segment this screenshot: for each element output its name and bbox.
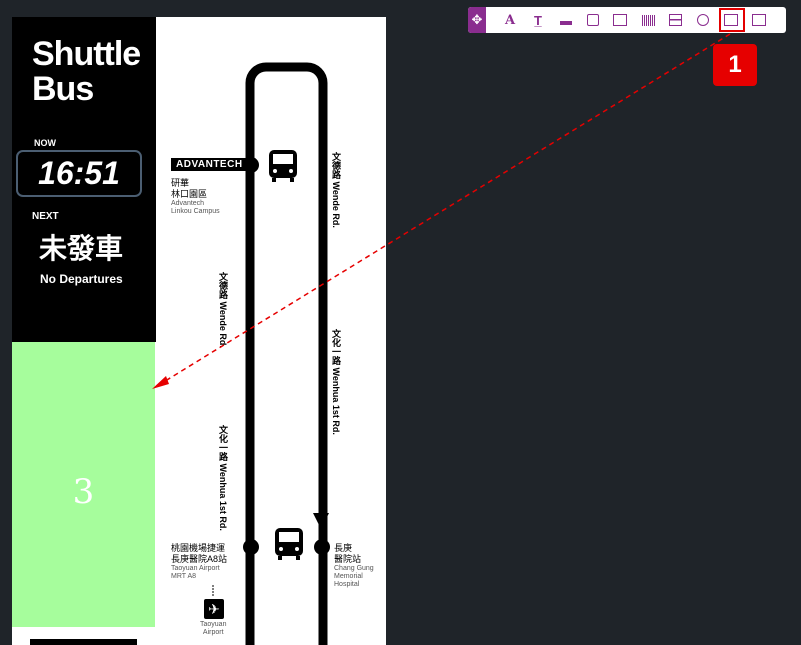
video-icon[interactable] [721, 11, 741, 29]
title-line-2: Bus [32, 70, 94, 108]
stop-advantech-label: 研華 林口園區 Advantech Linkou Campus [171, 178, 220, 216]
video-zone[interactable] [12, 342, 155, 627]
stop-a8-zh-1: 桃園機場捷運 [171, 543, 226, 553]
bottom-bar [30, 639, 137, 645]
road-label-left-top: 文德路 Wende Rd. [218, 272, 228, 348]
stop-dot-a8 [243, 539, 259, 555]
stop-a8-zh-2: 長庚醫院A8站 [171, 554, 228, 564]
airport-icon: ✈ [204, 599, 224, 619]
step-badge: 1 [713, 44, 757, 86]
crop-icon[interactable] [749, 11, 769, 29]
svg-text:✈: ✈ [208, 602, 220, 618]
line-icon[interactable] [556, 11, 576, 29]
road-label-left-mid: 文化一路 Wenhua 1st Rd. [218, 425, 228, 531]
editor-toolbar: ✥ A T̲ [468, 7, 786, 33]
clock-widget[interactable]: 16:51 [16, 150, 142, 197]
move-icon[interactable]: ✥ [468, 7, 486, 33]
road-label-right-top: 文德路 Wende Rd. [331, 152, 341, 228]
stop-zh-2: 林口園區 [171, 189, 208, 199]
bus-icon-top [269, 150, 297, 182]
text-title-icon[interactable]: T̲ [534, 12, 542, 28]
stop-zh-1: 研華 [171, 178, 190, 188]
direction-arrow [313, 513, 329, 529]
next-label: NEXT [32, 211, 59, 222]
current-time: 16:51 [38, 155, 120, 191]
zone-number: 3 [72, 472, 95, 512]
gradient-icon[interactable] [638, 11, 658, 29]
next-status-en: No Departures [40, 272, 123, 286]
advantech-logo: ADVANTECH [171, 158, 248, 171]
route-map: ✈ [204, 62, 330, 645]
stop-a8-en-1: Taoyuan Airport [171, 565, 220, 572]
sign-title: Shuttle Bus [32, 35, 141, 108]
stop-hospital-en-1: Chang Gung [334, 565, 374, 572]
airport-line-1: Taoyuan [200, 621, 227, 628]
table-icon[interactable] [665, 11, 685, 29]
text-icon[interactable]: A [504, 12, 516, 28]
stop-hospital-en-3: Hospital [334, 581, 360, 588]
stop-hospital-label: 長庚 醫院站 Chang Gung Memorial Hospital [334, 543, 374, 589]
info-panel[interactable]: Shuttle Bus NOW 16:51 NEXT 未發車 No Depart… [12, 17, 156, 342]
next-status-zh: 未發車 [39, 233, 124, 264]
stop-a8-en-2: MRT A8 [171, 573, 197, 580]
airport-line-2: Airport [202, 629, 224, 636]
video-tool-highlight [719, 8, 745, 32]
stop-en-1: Advantech [171, 200, 205, 207]
bus-icon-bottom [275, 528, 303, 560]
stop-dot-hospital [314, 539, 330, 555]
signage-canvas: Shuttle Bus NOW 16:51 NEXT 未發車 No Depart… [12, 17, 386, 645]
airport-label: Taoyuan Airport [200, 621, 226, 637]
stop-en-2: Linkou Campus [171, 208, 220, 215]
clock-icon[interactable] [693, 11, 713, 29]
image-icon[interactable] [610, 11, 630, 29]
rectangle-icon[interactable] [583, 11, 603, 29]
title-line-1: Shuttle [32, 35, 141, 73]
stop-hospital-zh-1: 長庚 [334, 543, 353, 553]
now-label: NOW [34, 138, 56, 148]
stop-hospital-zh-2: 醫院站 [334, 554, 362, 564]
stop-a8-label: 桃園機場捷運 長庚醫院A8站 Taoyuan Airport MRT A8 [171, 543, 227, 581]
route-loop [245, 62, 328, 645]
road-label-right-mid: 文化一路 Wenhua 1st Rd. [331, 329, 341, 435]
stop-hospital-en-2: Memorial [334, 573, 363, 580]
